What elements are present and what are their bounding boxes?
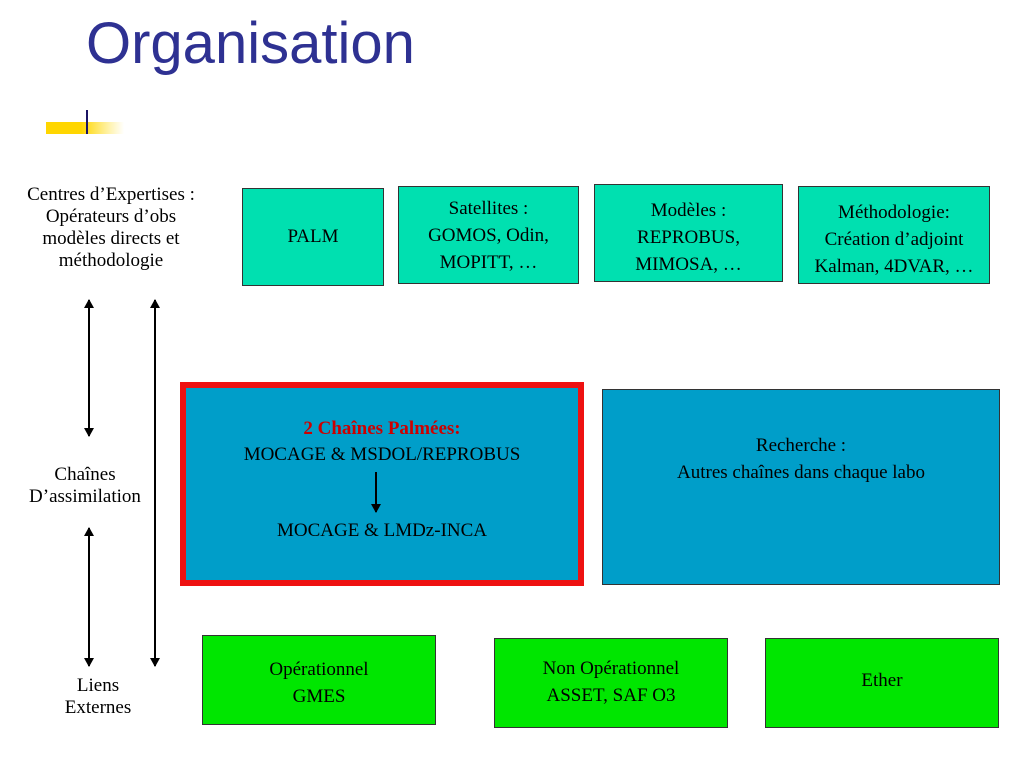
- box-line: MIMOSA, …: [635, 254, 742, 275]
- box-line: Non Opérationnel: [542, 658, 680, 679]
- box-line: Autres chaînes dans chaque labo: [677, 462, 925, 483]
- box-line: Recherche :: [755, 435, 847, 456]
- box-non-operationnel: Non Opérationnel ASSET, SAF O3: [494, 638, 728, 728]
- box-methodologie: Méthodologie: Création d’adjoint Kalman,…: [798, 186, 990, 284]
- palmees-heading: 2 Chaînes Palmées:: [303, 418, 461, 439]
- label-line: méthodologie: [58, 250, 164, 271]
- box-line: ASSET, SAF O3: [546, 685, 676, 706]
- label-line: D’assimilation: [29, 486, 141, 507]
- box-ether: Ether: [765, 638, 999, 728]
- box-palm: PALM: [242, 188, 384, 286]
- palmees-chain-2: MOCAGE & LMDz-INCA: [276, 520, 488, 541]
- label-line: Liens: [76, 675, 120, 696]
- palmees-chain-1: MOCAGE & MSDOL/REPROBUS: [243, 444, 521, 465]
- label-line: Chaînes: [54, 464, 116, 485]
- box-line: Opérationnel: [269, 659, 369, 680]
- page-title: Organisation: [86, 11, 415, 76]
- box-modeles: Modèles : REPROBUS, MIMOSA, …: [594, 184, 783, 282]
- label-chaines-assimilation: Chaînes D’assimilation: [10, 464, 160, 508]
- label-centres-expertises: Centres d’Expertises : Opérateurs d’obs …: [6, 184, 216, 272]
- box-recherche: Recherche : Autres chaînes dans chaque l…: [602, 389, 1000, 585]
- title-underline-decoration: [46, 122, 124, 134]
- box-line: Méthodologie:: [838, 202, 950, 223]
- label-line: modèles directs et: [42, 228, 180, 249]
- box-line: PALM: [287, 226, 339, 247]
- box-line: MOPITT, …: [439, 252, 538, 273]
- palmees-arrow-area: [186, 468, 578, 518]
- box-line: Ether: [861, 670, 903, 691]
- box-line: Création d’adjoint: [824, 229, 964, 250]
- box-line: Satellites :: [448, 198, 529, 219]
- label-line: Externes: [64, 697, 132, 718]
- box-line: Kalman, 4DVAR, …: [814, 256, 974, 277]
- box-line: GMES: [292, 686, 346, 707]
- title-tick-decoration: [86, 110, 88, 134]
- box-line: GOMOS, Odin,: [428, 225, 549, 246]
- box-satellites: Satellites : GOMOS, Odin, MOPITT, …: [398, 186, 579, 284]
- box-line: REPROBUS,: [637, 227, 740, 248]
- box-operationnel: Opérationnel GMES: [202, 635, 436, 725]
- arrow-centres-to-liens: [150, 299, 160, 667]
- label-liens-externes: Liens Externes: [38, 675, 158, 719]
- arrow-centres-to-chaines: [84, 299, 94, 437]
- label-line: Centres d’Expertises :: [27, 184, 195, 205]
- arrow-chaines-to-liens: [84, 527, 94, 667]
- box-chaines-palmees: 2 Chaînes Palmées: MOCAGE & MSDOL/REPROB…: [180, 382, 584, 586]
- down-arrow: [371, 472, 381, 513]
- box-line: Modèles :: [650, 200, 727, 221]
- label-line: Opérateurs d’obs: [45, 206, 177, 227]
